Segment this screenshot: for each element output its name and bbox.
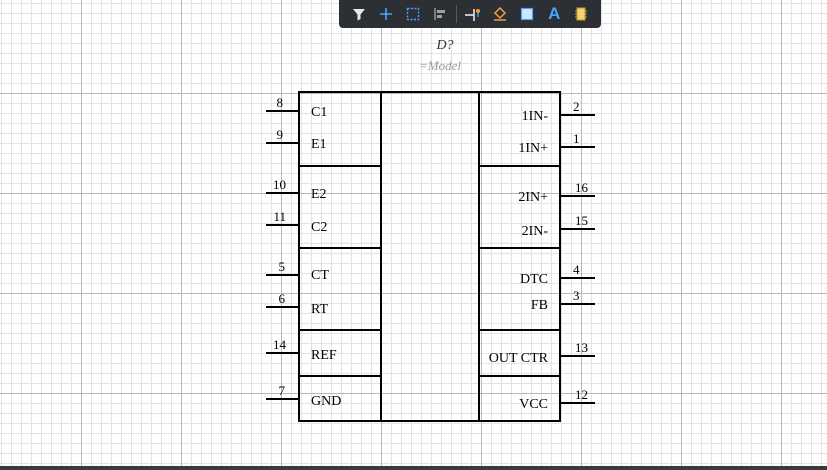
pin-name: C1 [311, 105, 327, 120]
pin-left[interactable]: 5 CT [266, 259, 329, 283]
component-body[interactable] [298, 91, 561, 422]
pin-left[interactable]: 6 RT [266, 291, 328, 317]
pin-number: 15 [575, 213, 588, 228]
pin-name: 1IN- [522, 109, 549, 124]
pin-name: 2IN- [522, 224, 549, 239]
pin-number: 7 [279, 383, 286, 398]
pin-name: GND [311, 394, 341, 409]
pin-number: 6 [279, 291, 286, 306]
pin-number: 4 [573, 262, 580, 277]
pin-name: E1 [311, 137, 327, 152]
status-bar-edge [0, 466, 827, 470]
toolbar-separator [455, 5, 457, 23]
place-rectangle-icon[interactable] [516, 3, 538, 25]
pin-number: 2 [573, 99, 580, 114]
pin-right[interactable]: 13 OUT CTR [489, 340, 595, 366]
pin-name: CT [311, 268, 329, 283]
pin-name: DTC [520, 272, 548, 287]
pin-number: 11 [273, 209, 286, 224]
pin-number: 3 [573, 288, 580, 303]
pin-right[interactable]: 2 1IN- [522, 99, 595, 124]
active-bar-toolbar: A [339, 0, 601, 28]
pin-name: REF [311, 348, 337, 363]
pin-left[interactable]: 14 REF [266, 337, 337, 363]
align-icon[interactable] [429, 3, 451, 25]
pin-name: VCC [519, 397, 548, 412]
pin-name: E2 [311, 187, 327, 202]
place-part-icon[interactable] [570, 3, 592, 25]
pin-right[interactable]: 15 2IN- [522, 213, 595, 239]
filter-icon[interactable] [348, 3, 370, 25]
select-rect-icon[interactable] [402, 3, 424, 25]
place-line-icon[interactable] [489, 3, 511, 25]
pin-name: 2IN+ [518, 190, 548, 205]
pin-number: 12 [575, 387, 588, 402]
pin-number: 10 [273, 177, 286, 192]
pin-right[interactable]: 3 FB [531, 288, 595, 313]
place-pin-icon[interactable] [462, 3, 484, 25]
pin-name: OUT CTR [489, 351, 549, 366]
pin-number: 1 [573, 131, 580, 146]
pin-name: C2 [311, 220, 327, 235]
pin-left[interactable]: 10 E2 [266, 177, 327, 202]
pin-left[interactable]: 8 C1 [266, 95, 327, 120]
component-designator[interactable]: D? [436, 38, 454, 53]
pin-right[interactable]: 16 2IN+ [518, 180, 595, 205]
pin-left[interactable]: 9 E1 [266, 127, 327, 152]
pin-number: 8 [277, 95, 284, 110]
pin-name: RT [311, 302, 328, 317]
pin-number: 16 [575, 180, 589, 195]
pin-number: 5 [279, 259, 286, 274]
component-comment[interactable]: =Model [419, 58, 461, 73]
pin-name: 1IN+ [518, 141, 548, 156]
pin-number: 14 [273, 337, 287, 352]
place-cross-icon[interactable] [375, 3, 397, 25]
pin-left[interactable]: 11 C2 [266, 209, 327, 235]
pin-name: FB [531, 298, 548, 313]
pin-left[interactable]: 7 GND [266, 383, 341, 409]
place-text-icon[interactable]: A [548, 4, 561, 23]
pin-right[interactable]: 4 DTC [520, 262, 595, 287]
pin-right[interactable]: 1 1IN+ [518, 131, 595, 156]
pin-number: 9 [277, 127, 284, 142]
pin-number: 13 [575, 340, 588, 355]
pin-right[interactable]: 12 VCC [519, 387, 595, 412]
